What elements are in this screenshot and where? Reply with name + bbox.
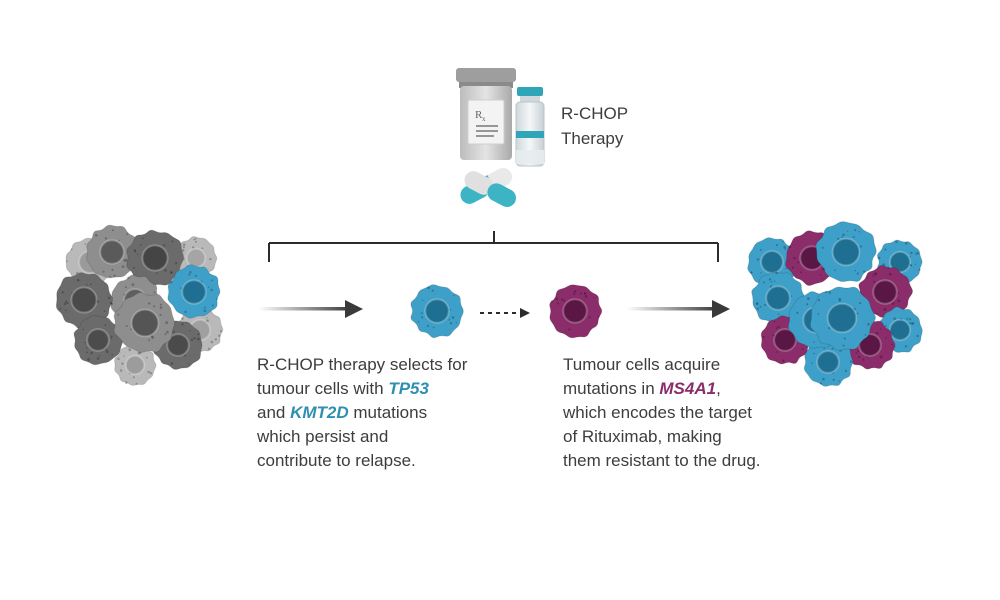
blue-mutant-cell: [167, 264, 221, 319]
therapy-label: R-CHOP Therapy: [561, 101, 628, 151]
caption-right-line3: which encodes the target: [563, 403, 753, 422]
grey-tumour-cell: [86, 224, 141, 279]
caption-resistance: Tumour cells acquire mutations in MS4A1,…: [563, 353, 761, 473]
caption-left-line5: contribute to relapse.: [257, 451, 416, 470]
caption-right-line2-post: ,: [716, 379, 721, 398]
purple-mutated-cell: [549, 284, 603, 339]
grey-tumour-cell: [55, 272, 114, 330]
svg-text:x: x: [482, 115, 486, 123]
capsule-icon: [460, 168, 517, 207]
caption-left-line1: R-CHOP therapy selects for: [257, 355, 468, 374]
caption-right-line1: Tumour cells acquire: [563, 355, 721, 374]
initial-tumour-cluster: [55, 224, 224, 386]
resistant-tumour-cluster: [747, 221, 923, 387]
rx-symbol: R: [475, 109, 483, 121]
tp53-kmt2d-mutant-cell: [410, 284, 464, 339]
caption-left-line4: which persist and: [257, 427, 389, 446]
caption-right-line2: mutations in MS4A1,: [563, 377, 761, 401]
dashed-arrow-mutation: [480, 308, 530, 318]
caption-left-line2: tumour cells with TP53: [257, 377, 467, 401]
gene-ms4a1: MS4A1: [659, 379, 717, 398]
gene-tp53: TP53: [388, 379, 429, 398]
pill-bottle-icon: R x: [456, 68, 516, 160]
caption-selection: R-CHOP therapy selects for tumour cells …: [257, 353, 467, 473]
arrow-to-selected-cells: [258, 300, 363, 318]
caption-left-line3-pre: and: [257, 403, 291, 422]
grey-tumour-cell: [114, 342, 157, 386]
caption-left-line3: and KMT2D mutations: [257, 401, 467, 425]
caption-left-line2-text: tumour cells with: [257, 379, 389, 398]
blue-resistant-cell: [809, 286, 877, 351]
caption-left-line3-post: mutations: [348, 403, 428, 422]
therapy-bracket: [268, 231, 719, 262]
blue-selected-cell: [410, 284, 464, 339]
grey-tumour-cell: [113, 291, 175, 353]
ms4a1-mutant-cell: [549, 284, 603, 339]
caption-right-line5: them resistant to the drug.: [563, 451, 761, 470]
caption-right-line2-pre: mutations in: [563, 379, 660, 398]
vial-icon: [515, 87, 545, 167]
grey-tumour-cell: [126, 229, 185, 286]
therapy-icons: R x: [456, 68, 545, 207]
gene-kmt2d: KMT2D: [290, 403, 349, 422]
therapy-label-line1: R-CHOP: [561, 104, 629, 123]
arrow-to-resistant-cluster: [627, 300, 730, 318]
caption-right-line4: of Rituximab, making: [563, 427, 722, 446]
blue-resistant-cell: [815, 221, 877, 283]
therapy-label-line2: Therapy: [561, 129, 624, 148]
grey-tumour-cell: [73, 314, 124, 366]
purple-resistant-cell: [857, 264, 914, 318]
